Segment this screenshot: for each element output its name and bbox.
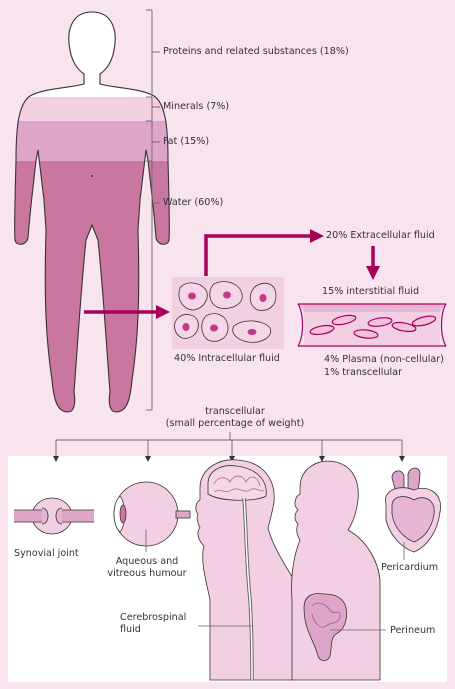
transcellular-heading-line2: (small percentage of weight): [165, 418, 305, 429]
intracellular-cells-illustration: [172, 277, 284, 349]
label-csf-line1: Cerebrospinal: [120, 612, 187, 623]
head-spine-illustration: [195, 459, 295, 681]
label-minerals: Minerals (7%): [163, 101, 230, 112]
bottom-leader-lines: [198, 625, 386, 631]
flow-arrows: [84, 229, 380, 319]
navel-dot: [91, 175, 93, 177]
label-perineum: Perineum: [390, 625, 436, 636]
label-interstitial: 15% interstitial fluid: [322, 286, 420, 297]
label-synovial-joint: Synovial joint: [14, 548, 79, 559]
label-water: Water (60%): [163, 197, 224, 208]
transcellular-heading-line1: transcellular: [205, 406, 265, 417]
composition-bracket: [146, 9, 160, 411]
label-plasma: 4% Plasma (non-cellular): [324, 354, 444, 365]
label-pericardium: Pericardium: [381, 562, 439, 573]
arrow-to-extracellular: [310, 229, 324, 243]
arrow-to-cells: [156, 305, 170, 319]
body-outline: [14, 11, 170, 413]
eye-illustration: [113, 481, 191, 552]
label-intracellular: 40% Intracellular fluid: [174, 353, 280, 364]
label-aqueous-line2: vitreous humour: [107, 568, 187, 579]
body-band-minerals: [14, 97, 170, 121]
blood-vessel-illustration: [297, 303, 447, 347]
torso-intestine-illustration: [291, 460, 381, 681]
body-band-fat: [14, 121, 170, 161]
heart-illustration: [385, 467, 442, 560]
label-extracellular: 20% Extracellular fluid: [326, 230, 435, 241]
arrow-to-interstitial: [366, 266, 380, 280]
label-aqueous-line1: Aqueous and: [115, 556, 179, 567]
label-fat: Fat (15%): [163, 136, 210, 147]
label-csf-line2: fluid: [120, 624, 141, 635]
label-transcellular-pct: 1% transcellular: [324, 367, 403, 378]
synovial-joint-illustration: [14, 497, 94, 535]
label-proteins: Proteins and related substances (18%): [163, 46, 349, 57]
